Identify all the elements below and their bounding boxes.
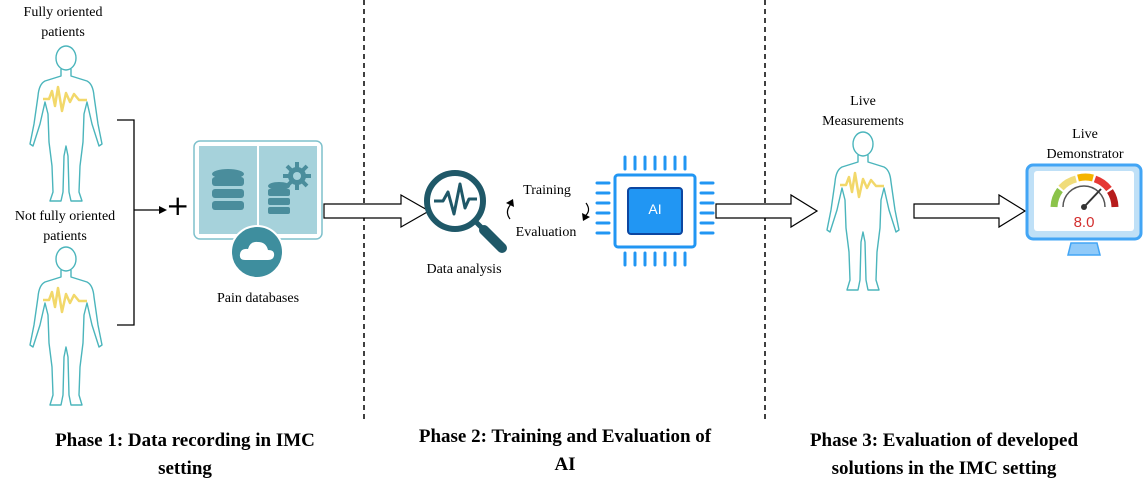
fully-oriented-label: Fully oriented patients [23,5,103,41]
gauge-value: 8.0 [1073,214,1095,231]
flow-arrow-2 [715,193,819,229]
ai-chip-icon [595,155,715,267]
patient-body-icon-live [826,131,900,291]
patient-body-icon-not-fully-oriented [29,246,103,406]
pain-databases-icon [193,140,323,279]
phase-2-title: Phase 2: Training and Evaluation of AI [418,426,712,475]
data-analysis-label: Data analysis [426,262,502,277]
phase-1-title: Phase 1: Data recording in IMC setting [55,430,315,479]
plus-sign: + [166,189,190,222]
pain-databases-label: Pain databases [216,291,300,306]
group-bracket [117,119,167,326]
monitor-gauge-icon [1025,163,1143,256]
phase-divider-1 [363,0,365,420]
flow-arrow-3 [913,193,1027,229]
training-label: Training [523,183,571,198]
phase-3-title: Phase 3: Evaluation of developed solutio… [809,430,1079,479]
not-fully-oriented-label: Not fully oriented patients [14,209,116,245]
flow-arrow-1 [323,193,431,229]
phase-divider-2 [764,0,766,420]
live-demonstrator-label: Live Demonstrator [1046,127,1124,163]
ai-chip-label: AI [648,201,662,217]
live-measurements-label: Live Measurements [822,94,904,130]
patient-body-icon-fully-oriented [29,45,103,202]
training-evaluation-cycle-icon [506,199,590,221]
data-analysis-magnifier-icon [424,170,507,253]
evaluation-label: Evaluation [515,225,577,240]
